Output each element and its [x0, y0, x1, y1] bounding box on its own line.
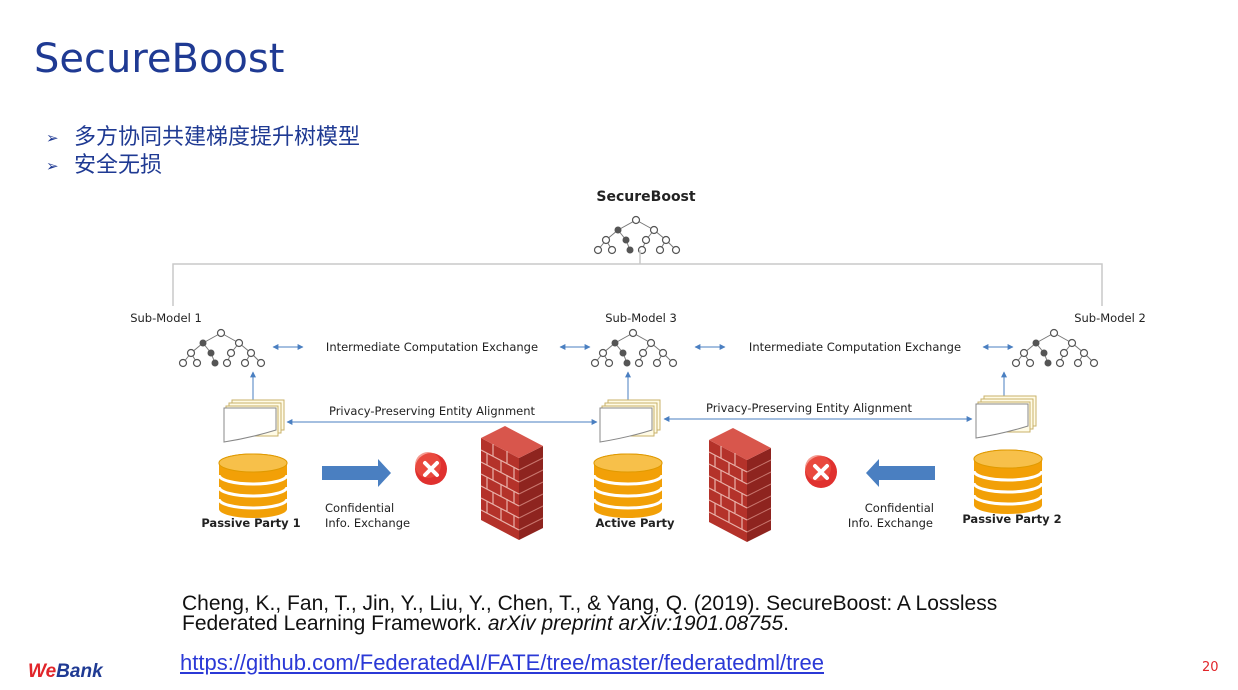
bullet-text: 多方协同共建梯度提升树模型 [74, 125, 361, 150]
passive-party-1-database-icon [217, 452, 289, 520]
github-link[interactable]: https://github.com/FederatedAI/FATE/tree… [180, 650, 825, 675]
diagram-top-label: SecureBoost [596, 189, 695, 205]
passive-party-2-data-icon [975, 395, 1037, 439]
active-party-database-icon [592, 452, 664, 520]
active-party-data-icon [599, 399, 661, 443]
page-number: 20 [1202, 660, 1219, 675]
submodel-1-label: Sub-Model 1 [130, 311, 202, 325]
submodel-3-label: Sub-Model 3 [605, 311, 677, 325]
citation: Cheng, K., Fan, T., Jin, Y., Liu, Y., Ch… [182, 592, 998, 635]
submodel-3-tree-icon [590, 328, 678, 368]
citation-text: Federated Learning Framework. [182, 612, 488, 635]
arrow-bullet-icon: ➢ [46, 157, 59, 175]
confidential-label-left-2: Info. Exchange [325, 516, 410, 530]
bullet-item: ➢ 多方协同共建梯度提升树模型 [46, 124, 360, 152]
passive-party-1-label: Passive Party 1 [201, 516, 300, 530]
alignment-label-right: Privacy-Preserving Entity Alignment [706, 401, 913, 415]
citation-line-1: Cheng, K., Fan, T., Jin, Y., Liu, Y., Ch… [182, 592, 998, 615]
firewall-icon [708, 427, 772, 543]
bullet-list: ➢ 多方协同共建梯度提升树模型 ➢ 安全无损 [46, 124, 360, 180]
confidential-label-left-1: Confidential [325, 501, 394, 515]
slide-title: SecureBoost [34, 36, 285, 82]
alignment-label-left: Privacy-Preserving Entity Alignment [329, 404, 536, 418]
passive-party-2-database-icon [972, 448, 1044, 516]
left-arrow-icon [866, 459, 935, 487]
blocked-x-icon [413, 450, 449, 487]
confidential-label-right-1: Confidential [865, 501, 934, 515]
bullet-item: ➢ 安全无损 [46, 152, 360, 180]
passive-party-1-data-icon [223, 399, 285, 443]
passive-party-2-label: Passive Party 2 [962, 512, 1061, 526]
right-arrow-icon [322, 459, 391, 487]
firewall-icon [480, 425, 544, 541]
citation-line-2: Federated Learning Framework. arXiv prep… [182, 612, 997, 635]
citation-journal: arXiv preprint arXiv:1901.08755 [487, 612, 784, 635]
submodel-1-tree-icon [178, 328, 266, 368]
bullet-text: 安全无损 [74, 153, 163, 178]
webank-logo: WeBank [28, 661, 103, 683]
citation-period: . [783, 612, 789, 635]
exchange-label-right: Intermediate Computation Exchange [749, 340, 961, 354]
submodel-2-tree-icon [1011, 328, 1099, 368]
active-party-label: Active Party [595, 516, 675, 530]
confidential-label-right-2: Info. Exchange [848, 516, 933, 530]
submodel-2-label: Sub-Model 2 [1074, 311, 1146, 325]
exchange-label-left: Intermediate Computation Exchange [326, 340, 538, 354]
arrow-bullet-icon: ➢ [46, 129, 59, 147]
global-tree-icon [593, 215, 681, 255]
connector-line [172, 263, 1103, 306]
blocked-x-icon [803, 453, 839, 490]
logo-text: WeBank [28, 661, 103, 682]
